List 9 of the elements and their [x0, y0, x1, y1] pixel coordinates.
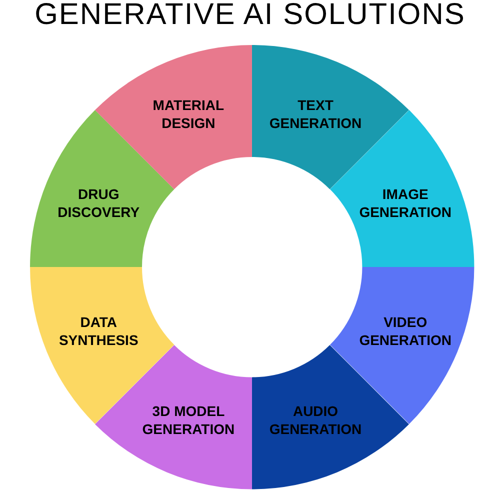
segment-label: AUDIO GENERATION: [268, 402, 363, 438]
segment-label: IMAGE GENERATION: [358, 185, 453, 222]
segment-label: DATA SYNTHESIS: [58, 312, 140, 349]
segment-label: TEXT GENERATION: [268, 96, 363, 132]
segment-label: MATERIAL DESIGN: [152, 96, 226, 132]
segment-label: VIDEO GENERATION: [358, 312, 453, 349]
segment-label: 3D MODEL GENERATION: [141, 402, 236, 438]
title: GENERATIVE AI SOLUTIONS: [34, 0, 466, 33]
segment-label: DRUG DISCOVERY: [56, 185, 141, 222]
